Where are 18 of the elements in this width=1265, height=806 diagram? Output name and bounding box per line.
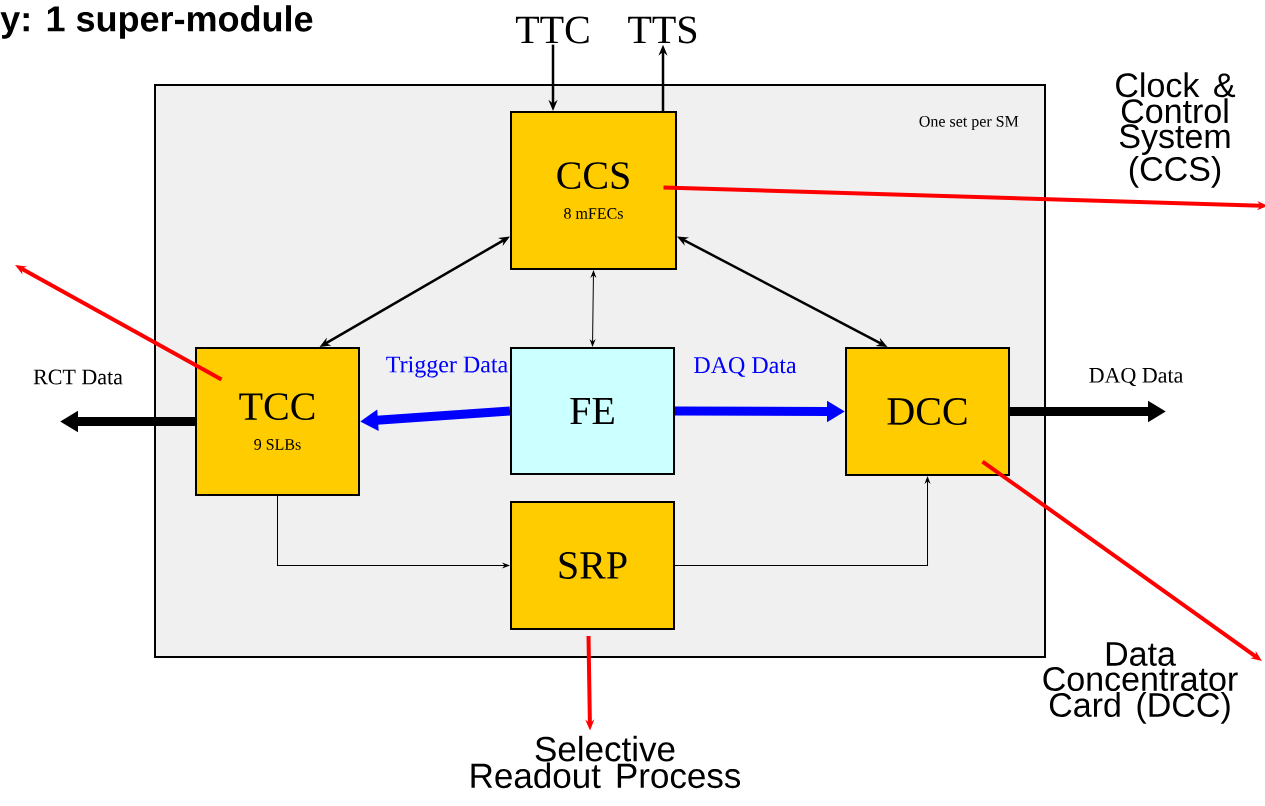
block-box: SRP	[510, 501, 675, 630]
block-box: FE	[510, 347, 675, 475]
signal-label: DAQ Data	[1089, 367, 1184, 387]
callout-text: Selective Readout Process	[471, 735, 741, 789]
arrow	[277, 495, 510, 568]
arrow	[674, 476, 930, 566]
signal-label: RCT Data	[33, 369, 123, 385]
callout-text: Clock & Control System (CCS)	[1116, 72, 1236, 188]
edge-label: DAQ Data	[692, 356, 798, 378]
signal-label: TTS	[628, 16, 697, 44]
heading: y: 1 super-module	[0, 5, 313, 39]
arrow	[590, 270, 596, 347]
callout-text: Data Concentrator Card (DCC)	[1043, 642, 1238, 724]
signal-label: TTC	[515, 16, 589, 44]
block-box: DCC	[845, 347, 1010, 476]
block-box: CCS 8 mFECs	[510, 111, 677, 270]
edge-label: Trigger Data	[384, 355, 510, 379]
block-box: TCC 9 SLBs	[195, 347, 360, 496]
